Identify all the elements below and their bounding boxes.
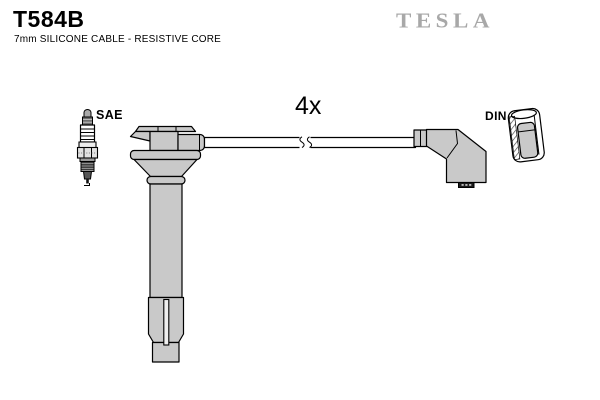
din-terminal-icon: [507, 107, 545, 163]
product-description: 7mm SILICONE CABLE - RESISTIVE CORE: [14, 34, 222, 45]
din-end-label: DIN: [485, 109, 507, 123]
cable-icon: [203, 135, 417, 150]
elbow-connector-icon: [413, 128, 487, 188]
part-number: T584B: [13, 6, 85, 32]
quantity-label: 4x: [295, 92, 322, 120]
brand-logo: TESLA: [396, 9, 494, 32]
sae-end-label: SAE: [96, 108, 123, 122]
straight-boot-icon: [129, 125, 206, 363]
spark-plug-icon: [76, 109, 99, 186]
